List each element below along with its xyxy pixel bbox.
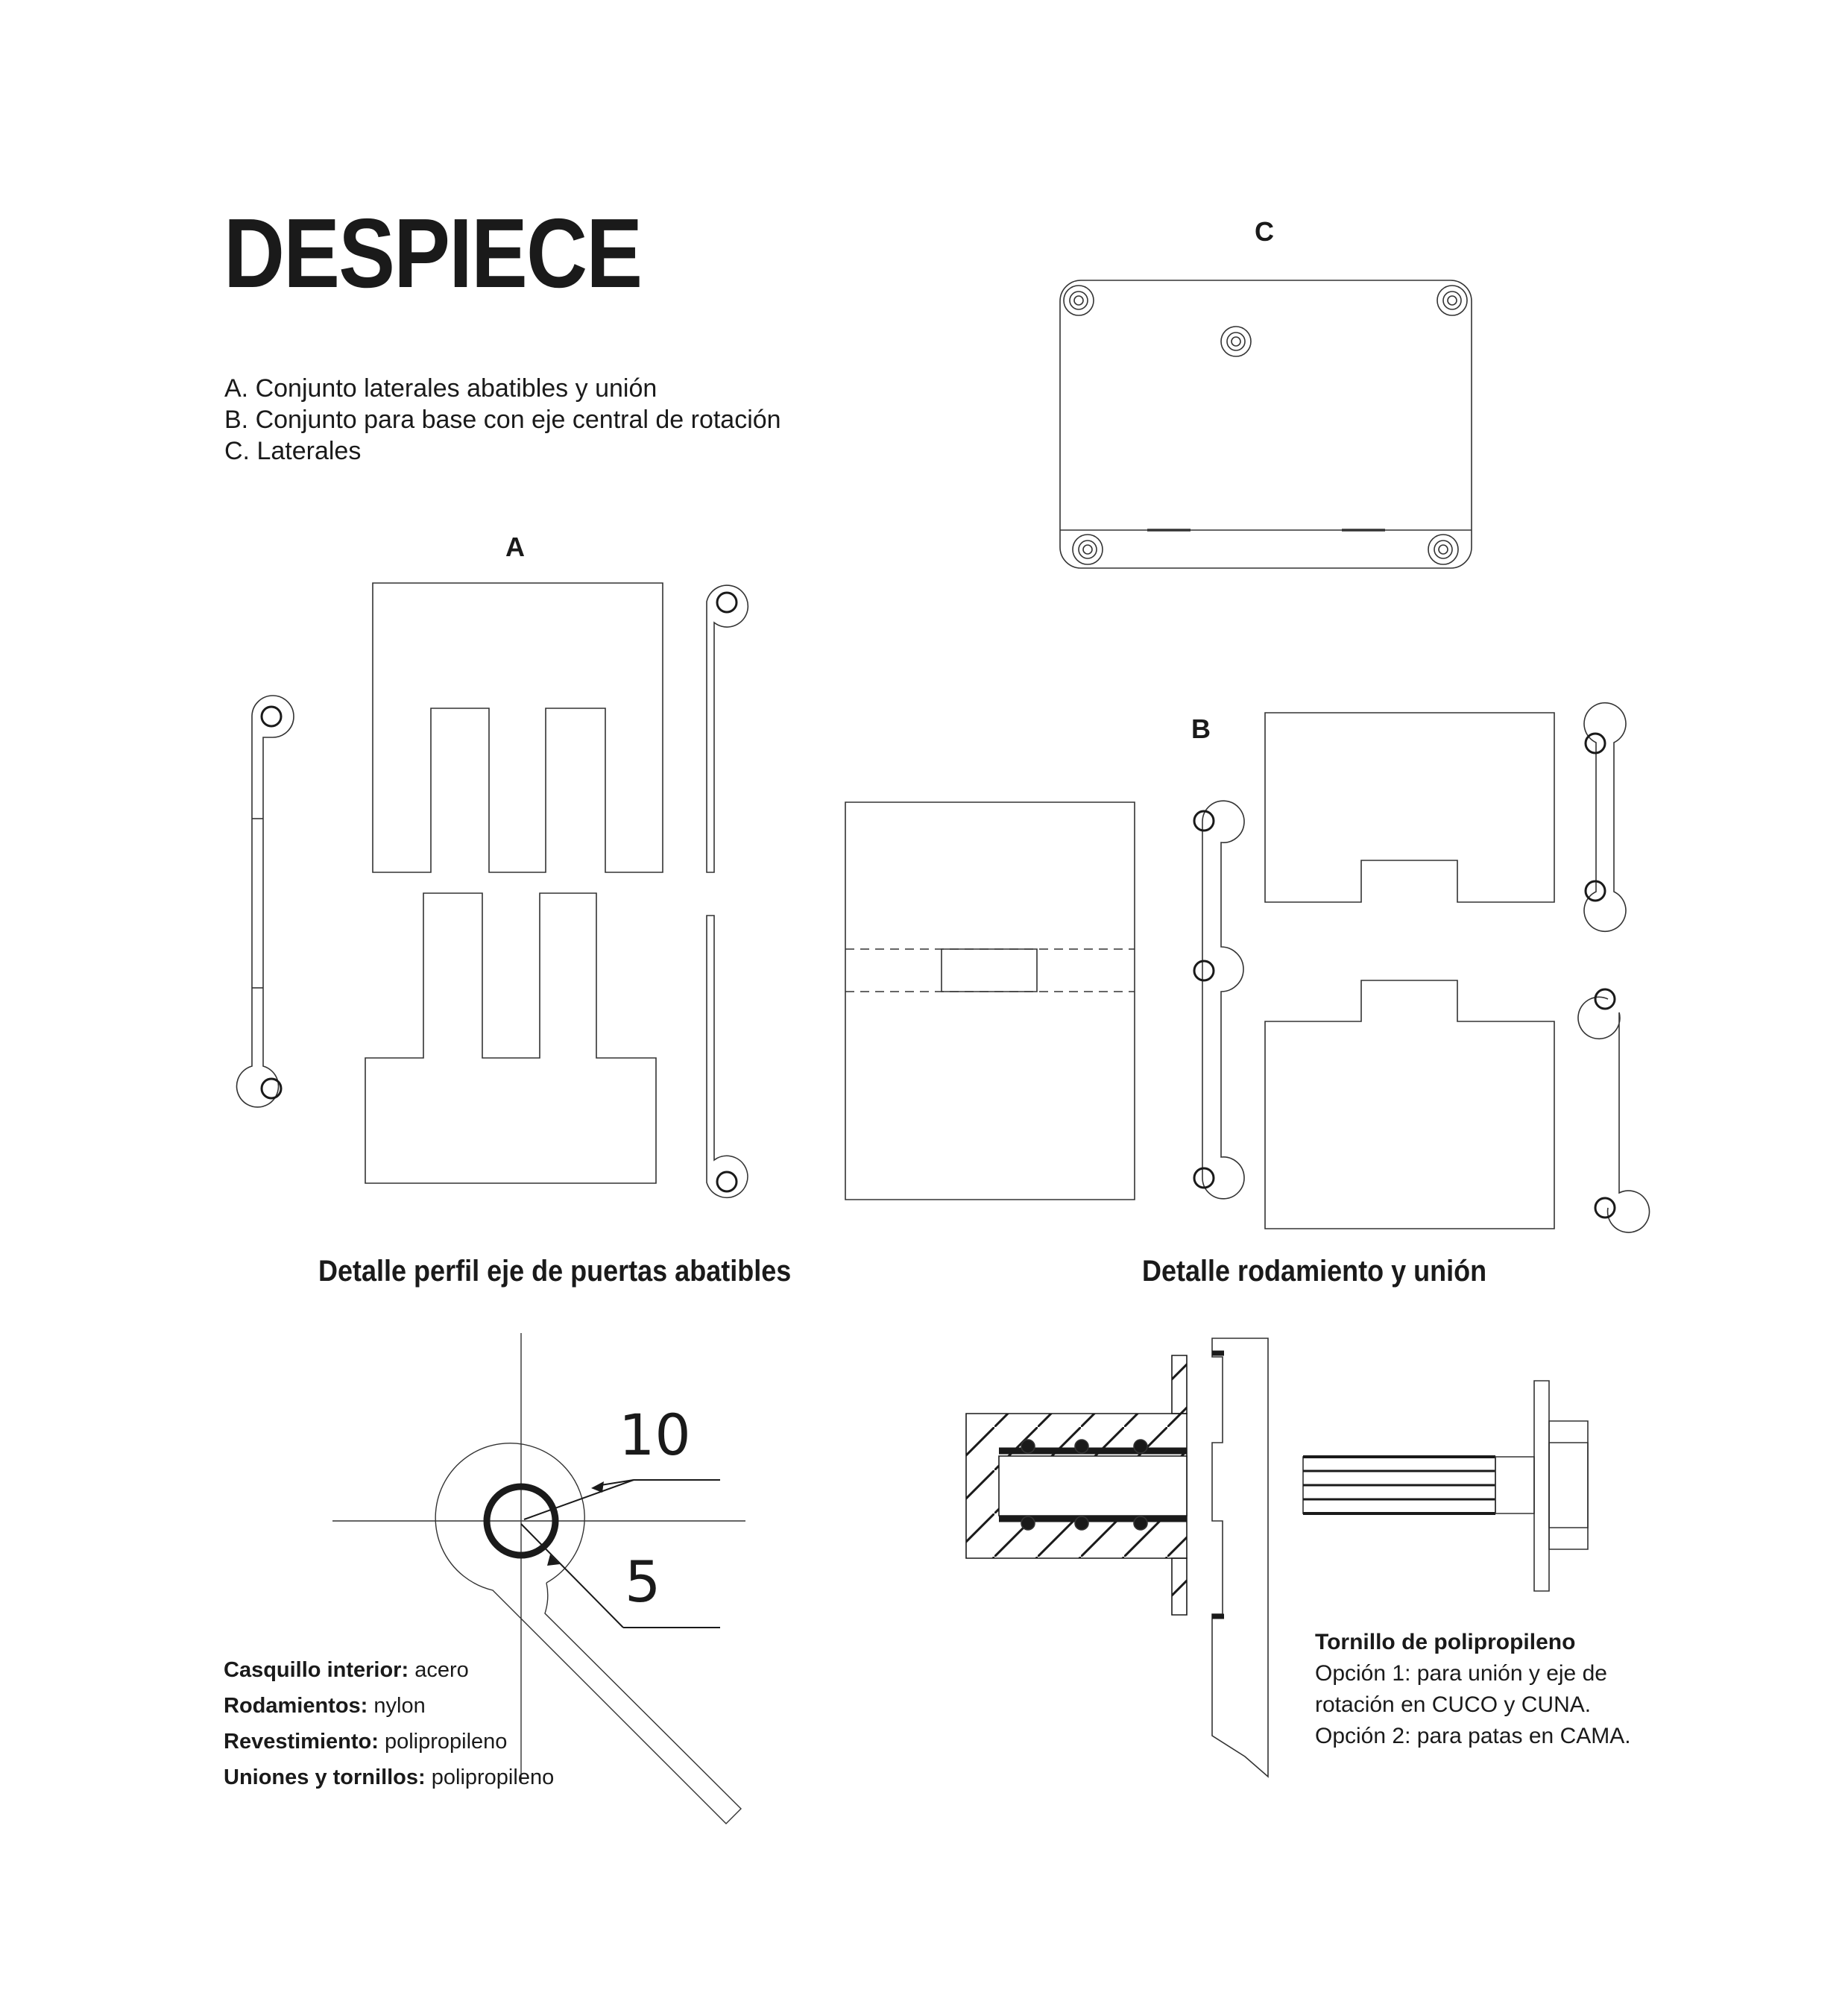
material-label: Rodamientos: — [224, 1694, 368, 1718]
option-label: Opción 1: — [1315, 1661, 1411, 1686]
material-row: Rodamientos: nylon — [224, 1688, 554, 1724]
material-row: Casquillo interior: acero — [224, 1652, 554, 1688]
option-text: para patas en CAMA. — [1410, 1724, 1631, 1748]
material-row: Uniones y tornillos: polipropileno — [224, 1760, 554, 1795]
assembly-legend: A. Conjunto laterales abatibles y unión … — [224, 373, 781, 467]
part-a-label: A — [505, 532, 525, 562]
material-value: nylon — [368, 1694, 426, 1718]
page-title: DESPIECE — [224, 198, 643, 308]
option-text: para unión y eje de — [1410, 1661, 1607, 1686]
part-a-folding-sides — [237, 583, 748, 1197]
legend-item-c: C. Laterales — [224, 437, 362, 465]
screw-option-row: rotación en CUCO y CUNA. — [1315, 1689, 1631, 1721]
legend-item-a: A. Conjunto laterales abatibles y unión — [224, 374, 657, 403]
material-value: acero — [409, 1658, 469, 1682]
material-label: Uniones y tornillos: — [224, 1765, 426, 1789]
panel-c-screw-holes — [1064, 286, 1467, 564]
material-label: Casquillo interior: — [224, 1658, 409, 1682]
bearing-ring — [487, 1487, 555, 1555]
part-b-label: B — [1191, 713, 1211, 744]
bearing-detail-title: Detalle rodamiento y unión — [1142, 1255, 1487, 1288]
material-value: polipropileno — [425, 1765, 555, 1789]
screw-notes: Tornillo de polipropileno Opción 1: para… — [1315, 1627, 1631, 1752]
dimension-outer-label: 10 — [619, 1402, 691, 1468]
dimension-inner-label: 5 — [625, 1549, 661, 1615]
option-label: Opción 2: — [1315, 1724, 1411, 1748]
option-text: rotación en CUCO y CUNA. — [1315, 1692, 1592, 1717]
detail-hinge-profile-drawing — [332, 1333, 745, 1824]
material-row: Revestimiento: polipropileno — [224, 1724, 554, 1760]
detail-bearing-union-drawing — [966, 1338, 1588, 1777]
screw-option-row: Opción 2: para patas en CAMA. — [1315, 1721, 1631, 1752]
part-c-lateral-panel — [1060, 280, 1472, 568]
legend-item-b: B. Conjunto para base con eje central de… — [224, 406, 781, 434]
hinge-detail-title: Detalle perfil eje de puertas abatibles — [318, 1255, 792, 1288]
material-label: Revestimiento: — [224, 1730, 379, 1754]
screw-option-row: Opción 1: para unión y eje de — [1315, 1658, 1631, 1689]
part-b-base-assembly — [845, 703, 1650, 1232]
screw-title: Tornillo de polipropileno — [1315, 1630, 1576, 1654]
material-value: polipropileno — [378, 1730, 508, 1754]
materials-list: Casquillo interior: acero Rodamientos: n… — [224, 1652, 554, 1795]
part-c-label: C — [1255, 216, 1274, 247]
